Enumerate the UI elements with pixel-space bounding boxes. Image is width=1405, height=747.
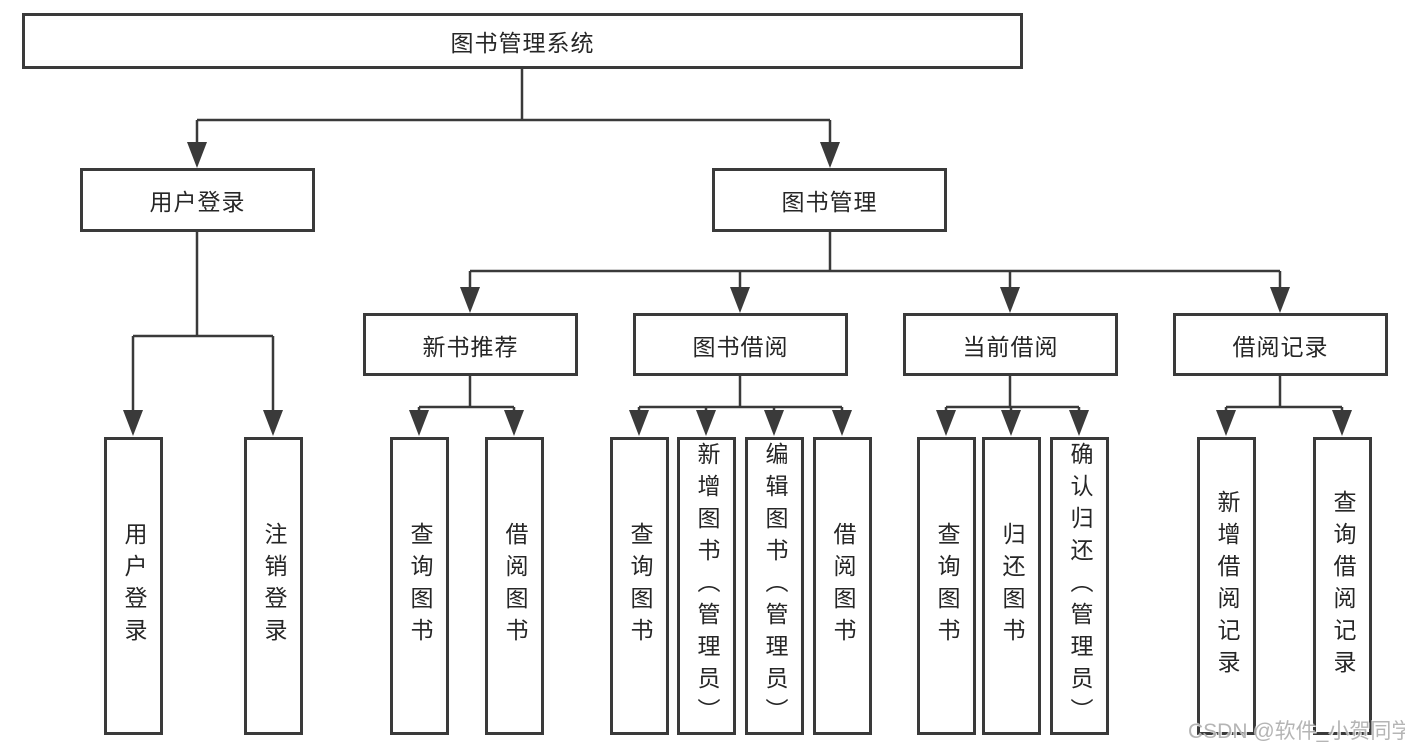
node-library-management-system: 图书管理系统 — [22, 13, 1023, 69]
node-label: 借阅图书 — [830, 522, 856, 650]
node-label: 借阅图书 — [502, 522, 528, 650]
node-user-login: 用户登录 — [80, 168, 315, 232]
node-leaf-query-books: 查询图书 — [610, 437, 669, 735]
node-label: 新增借阅记录 — [1214, 490, 1240, 682]
arrow-down-icon — [1001, 410, 1021, 436]
node-book-borrowing: 图书借阅 — [633, 313, 848, 376]
node-label: 查询借阅记录 — [1330, 490, 1356, 682]
arrow-down-icon — [409, 410, 429, 436]
node-label: 新增图书（管理员） — [694, 442, 720, 730]
node-label: 查询图书 — [627, 522, 653, 650]
node-label: 新书推荐 — [422, 333, 519, 360]
arrow-down-icon — [730, 287, 750, 313]
arrow-down-icon — [820, 142, 840, 168]
arrow-down-icon — [1270, 287, 1290, 313]
node-leaf-query-books: 查询图书 — [917, 437, 976, 735]
node-label: 图书管理系统 — [450, 30, 595, 56]
node-leaf-borrow-books: 借阅图书 — [485, 437, 544, 735]
node-new-book-recommend: 新书推荐 — [363, 313, 578, 376]
node-leaf-add-borrow-record: 新增借阅记录 — [1197, 437, 1256, 735]
arrow-down-icon — [263, 410, 283, 436]
node-label: 当前借阅 — [962, 333, 1059, 360]
arrow-down-icon — [123, 410, 143, 436]
arrow-down-icon — [764, 410, 784, 436]
node-leaf-logout: 注销登录 — [244, 437, 303, 735]
arrow-down-icon — [504, 410, 524, 436]
node-label: 借阅记录 — [1232, 333, 1329, 360]
node-label: 注销登录 — [261, 522, 287, 650]
node-label: 图书管理 — [781, 189, 878, 215]
node-label: 确认归还（管理员） — [1067, 442, 1093, 730]
arrow-down-icon — [696, 410, 716, 436]
arrow-down-icon — [936, 410, 956, 436]
arrow-down-icon — [460, 287, 480, 313]
node-leaf-edit-books-admin: 编辑图书（管理员） — [745, 437, 804, 735]
node-leaf-confirm-return-admin: 确认归还（管理员） — [1050, 437, 1109, 735]
arrow-down-icon — [1000, 287, 1020, 313]
node-leaf-borrow-books: 借阅图书 — [813, 437, 872, 735]
node-borrowing-records: 借阅记录 — [1173, 313, 1388, 376]
arrow-down-icon — [1216, 410, 1236, 436]
node-leaf-user-login: 用户登录 — [104, 437, 163, 735]
arrow-down-icon — [187, 142, 207, 168]
node-label: 用户登录 — [149, 189, 246, 215]
arrow-down-icon — [1069, 410, 1089, 436]
arrow-down-icon — [629, 410, 649, 436]
node-label: 编辑图书（管理员） — [762, 442, 788, 730]
node-label: 查询图书 — [407, 522, 433, 650]
node-leaf-return-books: 归还图书 — [982, 437, 1041, 735]
node-label: 查询图书 — [934, 522, 960, 650]
node-book-management: 图书管理 — [712, 168, 947, 232]
arrow-down-icon — [1332, 410, 1352, 436]
arrow-down-icon — [832, 410, 852, 436]
node-current-borrowing: 当前借阅 — [903, 313, 1118, 376]
csdn-watermark: CSDN @软件_小贺同学 — [1188, 720, 1405, 743]
node-label: 用户登录 — [121, 522, 147, 650]
node-leaf-add-books-admin: 新增图书（管理员） — [677, 437, 736, 735]
node-label: 归还图书 — [999, 522, 1025, 650]
node-leaf-query-books: 查询图书 — [390, 437, 449, 735]
node-label: 图书借阅 — [692, 333, 789, 360]
node-leaf-query-borrow-record: 查询借阅记录 — [1313, 437, 1372, 735]
